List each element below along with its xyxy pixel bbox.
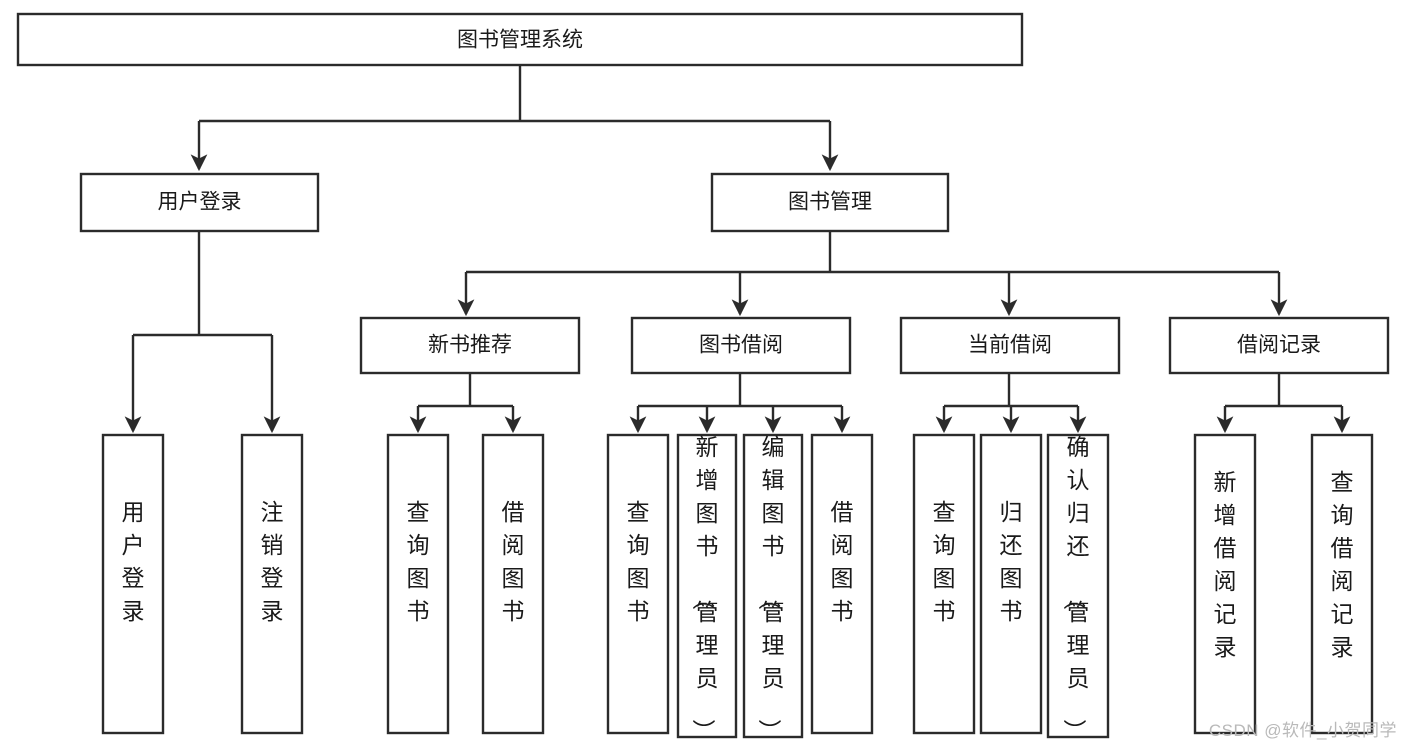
leaf-book-borrow-1-label: 查询图书 xyxy=(627,499,650,624)
leaf-new-book-1-box[interactable] xyxy=(386,433,450,735)
leaf-book-borrow-2-box[interactable] xyxy=(676,433,738,739)
leaf-current-borrow-1-box[interactable] xyxy=(912,433,976,735)
leaf-borrow-record-1[interactable]: 新增借阅记录 xyxy=(1193,433,1257,735)
leaf-borrow-record-2[interactable]: 查询借阅记录 xyxy=(1310,433,1374,735)
leaf-book-borrow-2[interactable]: 新增图书（管理员） xyxy=(676,433,738,742)
node-root-box[interactable] xyxy=(16,12,1024,67)
node-book-borrow-label: 图书借阅 xyxy=(699,334,783,357)
node-current-borrow[interactable]: 当前借阅 xyxy=(899,316,1121,375)
leaf-book-borrow-3-box[interactable] xyxy=(742,433,804,739)
leaf-book-borrow-3[interactable]: 编辑图书（管理员） xyxy=(742,433,804,742)
node-current-borrow-box[interactable] xyxy=(899,316,1121,375)
leaf-current-borrow-3-box[interactable] xyxy=(1046,433,1110,739)
leaf-user-login-2-label: 注销登录 xyxy=(261,499,284,624)
node-new-book-recommend[interactable]: 新书推荐 xyxy=(359,316,581,375)
leaf-book-borrow-4-box[interactable] xyxy=(810,433,874,735)
node-book-borrow-box[interactable] xyxy=(630,316,852,375)
node-current-borrow-label: 当前借阅 xyxy=(968,334,1052,357)
leaf-new-book-2-box[interactable] xyxy=(481,433,545,735)
node-borrow-record-box[interactable] xyxy=(1168,316,1390,375)
node-user-login[interactable]: 用户登录 xyxy=(79,172,320,233)
leaf-borrow-record-1-box[interactable] xyxy=(1193,433,1257,735)
leaf-new-book-1[interactable]: 查询图书 xyxy=(386,433,450,735)
connector-layer xyxy=(124,65,1351,434)
leaf-new-book-1-label: 查询图书 xyxy=(407,499,430,624)
leaf-user-login-1[interactable]: 用户登录 xyxy=(101,433,165,735)
leaf-new-book-2-label: 借阅图书 xyxy=(502,499,525,624)
leaf-book-borrow-1-box[interactable] xyxy=(606,433,670,735)
leaf-book-borrow-1[interactable]: 查询图书 xyxy=(606,433,670,735)
leaf-current-borrow-3[interactable]: 确认归还（管理员） xyxy=(1046,433,1110,742)
leaf-book-borrow-4[interactable]: 借阅图书 xyxy=(810,433,874,735)
node-user-login-box[interactable] xyxy=(79,172,320,233)
node-borrow-record-label: 借阅记录 xyxy=(1237,334,1321,357)
leaf-user-login-1-label: 用户登录 xyxy=(122,499,145,624)
leaf-user-login-1-box[interactable] xyxy=(101,433,165,735)
node-new-book-recommend-box[interactable] xyxy=(359,316,581,375)
node-root[interactable]: 图书管理系统 xyxy=(16,12,1024,67)
leaf-current-borrow-1-label: 查询图书 xyxy=(933,499,956,624)
node-book-management[interactable]: 图书管理 xyxy=(710,172,950,233)
leaf-user-login-2-box[interactable] xyxy=(240,433,304,735)
leaf-borrow-record-1-label: 新增借阅记录 xyxy=(1214,469,1237,660)
leaf-book-borrow-3-label: 编辑图书（管理员） xyxy=(757,434,785,742)
leaf-current-borrow-1[interactable]: 查询图书 xyxy=(912,433,976,735)
leaf-current-borrow-3-label: 确认归还（管理员） xyxy=(1062,434,1090,742)
leaf-current-borrow-2[interactable]: 归还图书 xyxy=(979,433,1043,735)
node-book-management-box[interactable] xyxy=(710,172,950,233)
leaf-borrow-record-2-box[interactable] xyxy=(1310,433,1374,735)
leaf-borrow-record-2-label: 查询借阅记录 xyxy=(1331,469,1354,660)
node-borrow-record[interactable]: 借阅记录 xyxy=(1168,316,1390,375)
node-book-management-label: 图书管理 xyxy=(788,191,872,214)
node-new-book-recommend-label: 新书推荐 xyxy=(428,334,512,357)
node-book-borrow[interactable]: 图书借阅 xyxy=(630,316,852,375)
leaf-book-borrow-4-label: 借阅图书 xyxy=(831,499,854,624)
leaf-user-login-2[interactable]: 注销登录 xyxy=(240,433,304,735)
node-user-login-label: 用户登录 xyxy=(158,191,242,214)
leaf-current-borrow-2-label: 归还图书 xyxy=(1000,499,1023,624)
node-root-label: 图书管理系统 xyxy=(457,29,583,52)
leaf-book-borrow-2-label: 新增图书（管理员） xyxy=(691,434,719,742)
leaf-new-book-2[interactable]: 借阅图书 xyxy=(481,433,545,735)
leaf-current-borrow-2-box[interactable] xyxy=(979,433,1043,735)
